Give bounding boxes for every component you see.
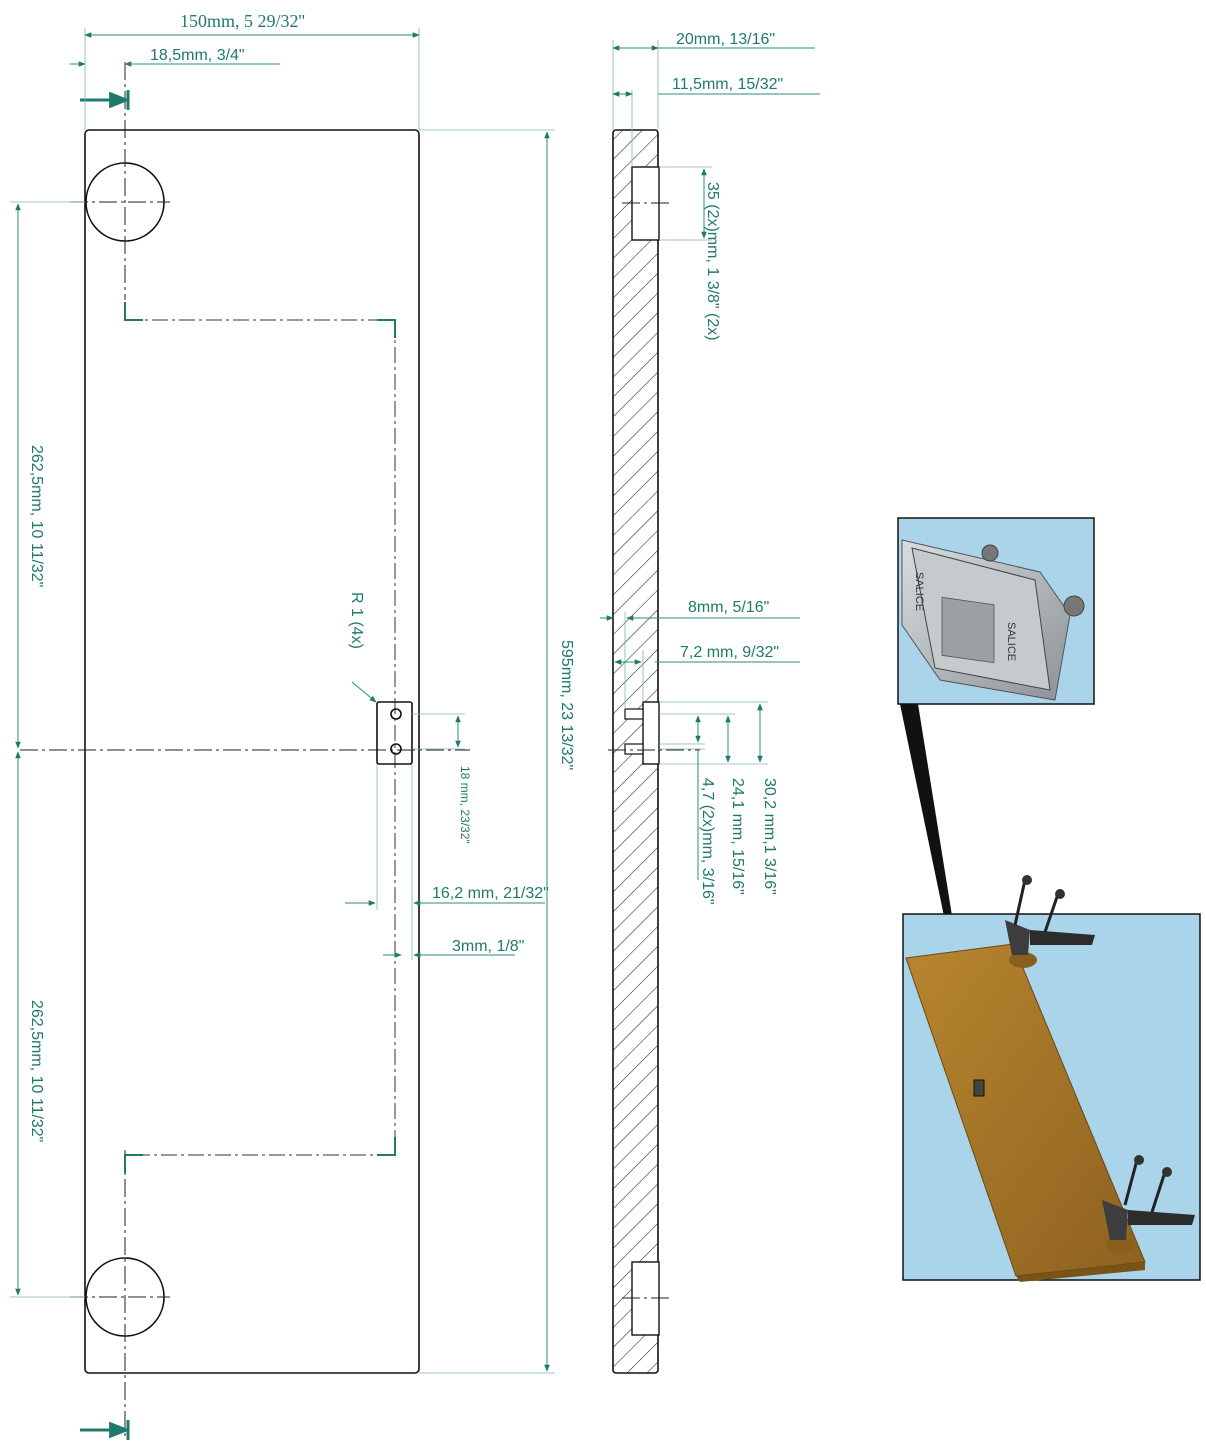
plate-offset-dimension: 16,2 mm, 21/32" [432, 885, 549, 902]
width-dimension: 150mm, 5 29/32'' [180, 11, 305, 31]
pin-depth-dimension: 8mm, 5/16" [688, 599, 769, 616]
lower-spacing-dimension: 262,5mm, 10 11/32" [28, 1000, 45, 1142]
hinge-depth-dimension: 11,5mm, 15/32" [672, 76, 783, 93]
door-panel-icon [905, 943, 1146, 1282]
pin-spacing-dimension: 4,7 (2x)mm, 3/16" [699, 778, 716, 905]
hinge-icon-top [1005, 875, 1095, 955]
hole-offset-dimension: 18,5mm, 3/4" [150, 47, 245, 64]
catch-plate [376, 701, 413, 765]
door-panel-outline [84, 129, 420, 1374]
thickness-dimension: 20mm, 13/16" [676, 31, 775, 48]
svg-text:SALICE: SALICE [913, 572, 925, 611]
svg-text:SALICE: SALICE [1005, 622, 1017, 661]
height-dimension: 595mm, 23 13/32" [558, 640, 575, 770]
detail-render: SALICE SALICE [897, 517, 1095, 705]
hinge-icon-bottom [1102, 1155, 1195, 1240]
side-view: 20mm, 13/16" 11,5mm, 15/32" 35 (2x)mm, 1… [600, 31, 820, 1374]
plate-total-dimension: 30,2 mm,1 3/16" [761, 778, 778, 895]
pin-inner-dimension: 7,2 mm, 9/32" [680, 644, 779, 661]
hinge-cup-dimension: 35 (2x)mm, 1 3/8" (2x) [704, 182, 721, 341]
assembly-render [902, 875, 1201, 1282]
plate-inset-dimension: 3mm, 1/8" [452, 938, 524, 955]
plate-mid-dimension: 24,1 mm, 15/16" [729, 778, 746, 895]
upper-spacing-dimension: 262,5mm, 10 11/32" [28, 445, 45, 587]
radius-callout: R 1 (4x) [348, 592, 365, 649]
magnetic-catch-icon: SALICE SALICE [901, 539, 1085, 701]
plate-height-dimension: 18 mm, 23/32" [458, 766, 472, 844]
front-view: 150mm, 5 29/32'' 18,5mm, 3/4" 595mm, 23 … [10, 11, 575, 1440]
